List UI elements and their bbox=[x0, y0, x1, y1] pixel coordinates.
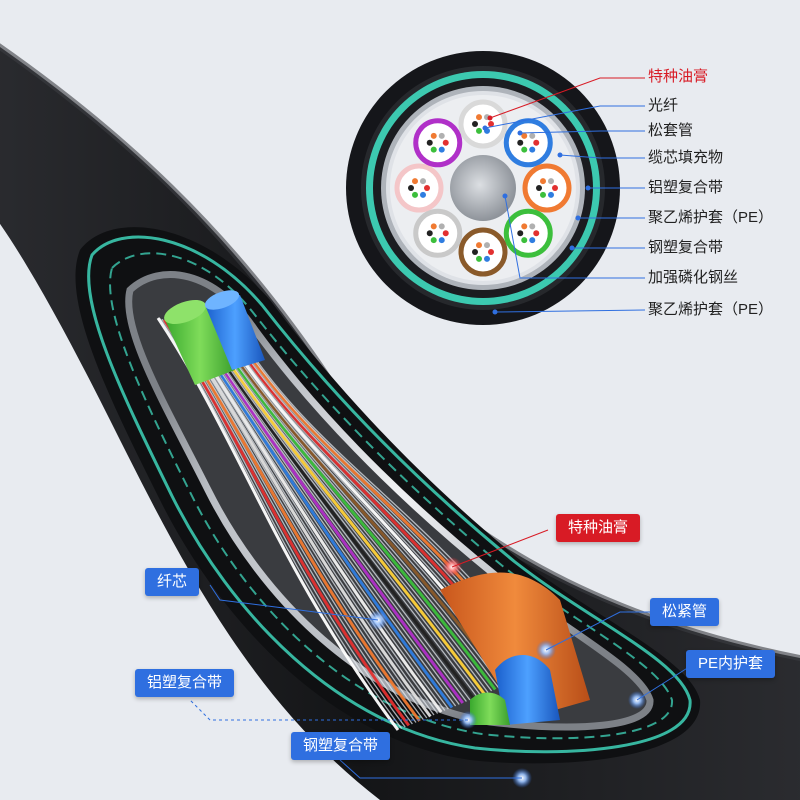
fiber-strand bbox=[193, 327, 460, 705]
cross-section-tube bbox=[503, 208, 553, 258]
callout-pe-inner-sheath: PE内护套 bbox=[686, 650, 776, 678]
cross-section-tube bbox=[522, 163, 572, 213]
fiber-strand bbox=[191, 327, 457, 707]
legend-steel-wire: 加强磷化钢丝 bbox=[648, 269, 739, 286]
fiber-strand bbox=[199, 329, 471, 701]
callout-lines bbox=[189, 529, 701, 779]
cross-section-tube bbox=[503, 118, 553, 168]
legend-optical-fiber: 光纤 bbox=[648, 97, 679, 114]
legend-steel-tape: 钢塑复合带 bbox=[648, 239, 724, 256]
fiber-strand bbox=[209, 332, 489, 693]
fiber-strand bbox=[216, 334, 500, 689]
cross-section-tube bbox=[413, 118, 463, 168]
callout-loose-tube: 松紧管 bbox=[650, 598, 720, 626]
fiber-strand bbox=[205, 331, 482, 696]
fiber-strand bbox=[188, 326, 454, 709]
legend-special-grease: 特种油膏 bbox=[648, 68, 709, 85]
callout-special-grease: 特种油膏 bbox=[556, 514, 641, 542]
cross-section-tube bbox=[413, 208, 463, 258]
cross-section-tube bbox=[458, 227, 508, 277]
cross-section-tube bbox=[458, 99, 508, 149]
callout-fiber-core: 纤芯 bbox=[145, 568, 200, 596]
legend-pe-sheath-inner: 聚乙烯护套（PE） bbox=[648, 209, 774, 226]
fiber-strand bbox=[197, 329, 467, 702]
fiber-strand bbox=[203, 330, 478, 698]
fiber-strand bbox=[207, 331, 486, 695]
fiber-strand bbox=[200, 329, 475, 700]
legend-lines bbox=[482, 77, 646, 315]
legend-core-filler: 缆芯填充物 bbox=[648, 149, 724, 166]
legend-pe-sheath-outer: 聚乙烯护套（PE） bbox=[648, 301, 774, 318]
legend-loose-tube: 松套管 bbox=[648, 122, 694, 139]
fiber-strand bbox=[219, 335, 508, 686]
loose-tubes bbox=[164, 290, 590, 725]
cross-section-tube bbox=[394, 163, 444, 213]
legend-aluminum-tape: 铝塑复合带 bbox=[648, 179, 724, 196]
cross-section-diagram bbox=[346, 51, 620, 325]
fiber-strand bbox=[194, 327, 465, 704]
callout-steel-tape: 钢塑复合带 bbox=[291, 732, 391, 760]
callout-aluminum-tape: 铝塑复合带 bbox=[135, 669, 235, 697]
fiber-strand bbox=[213, 333, 497, 691]
